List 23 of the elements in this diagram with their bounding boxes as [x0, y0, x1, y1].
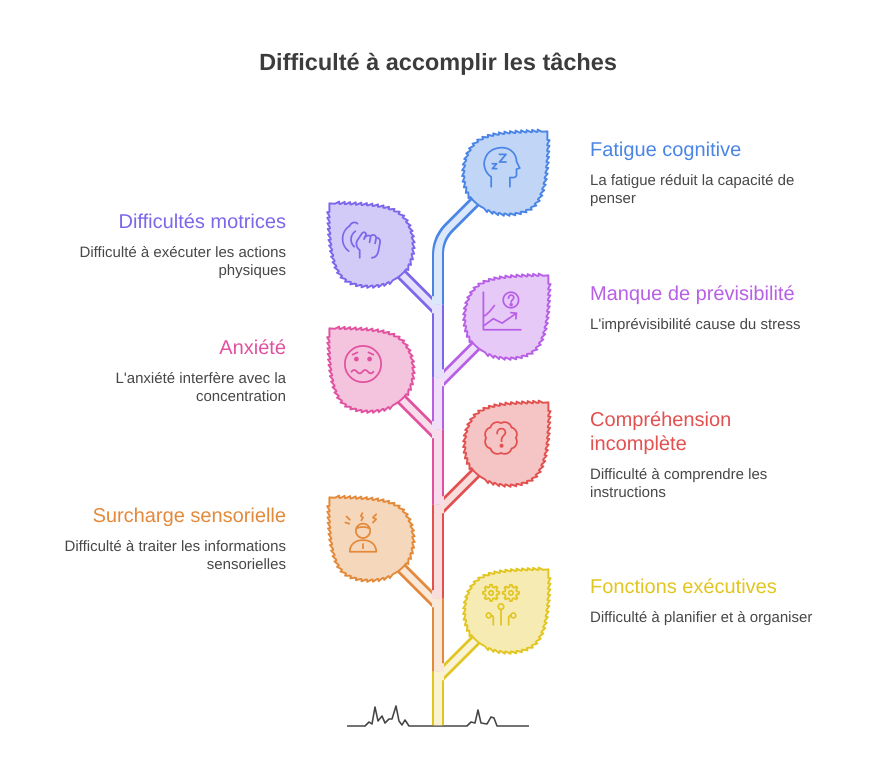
leaf [326, 324, 418, 416]
leaf [460, 566, 552, 658]
description-text: Difficulté à planifier et à organiser [590, 609, 812, 627]
category-heading: Fonctions exécutives [590, 575, 777, 599]
category-heading: Surcharge sensorielle [92, 504, 286, 528]
category-heading: Difficultés motrices [118, 210, 286, 234]
leaf [326, 494, 418, 586]
plant-stem [432, 255, 444, 726]
description-text: La fatigue réduit la capacité de penser [590, 172, 796, 208]
diagram-title: Difficulté à accomplir les tâches [259, 48, 617, 77]
category-heading: Compréhension incomplète [590, 408, 732, 456]
description-text: Difficulté à exécuter les actions physiques [78, 244, 286, 280]
description-text: L'imprévisibilité cause du stress [590, 316, 800, 334]
description-text: L'anxiété interfère avec la concentration [114, 370, 286, 406]
category-heading: Anxiété [219, 336, 286, 360]
leaf [326, 200, 418, 292]
description-text: Difficulté à comprendre les instructions [590, 466, 768, 502]
category-heading: Fatigue cognitive [590, 138, 742, 162]
leaf [460, 272, 552, 364]
leaf [458, 128, 550, 220]
leaf [460, 398, 552, 490]
category-heading: Manque de prévisibilité [590, 282, 795, 306]
description-text: Difficulté à traiter les informations sensorielles [64, 538, 286, 574]
